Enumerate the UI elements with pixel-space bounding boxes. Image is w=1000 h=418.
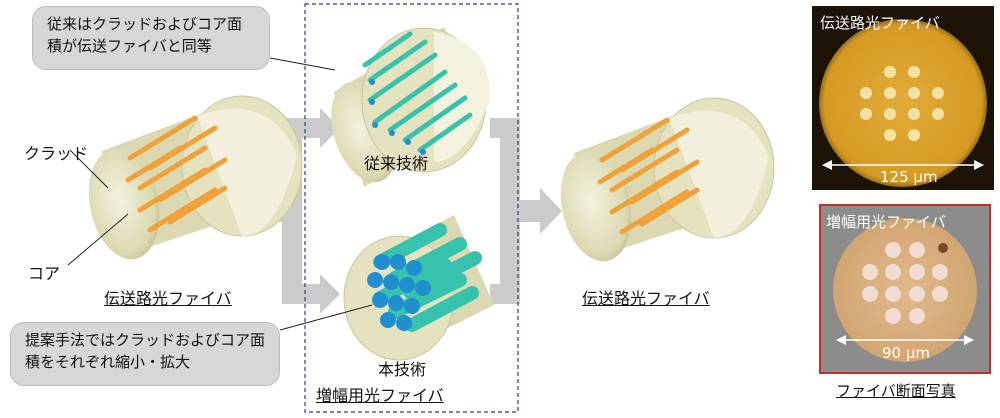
callout-conventional: 従来はクラッドおよびコア面積が伝送ファイバと同等	[32, 6, 270, 70]
arrow-left-trunk	[262, 108, 340, 314]
right-fiber-cylinder	[560, 97, 775, 262]
arrow-right-merge	[490, 118, 562, 304]
label-core: コア	[28, 264, 61, 283]
photo-bottom-cores	[862, 242, 948, 324]
right-fiber-cores	[597, 117, 700, 235]
conventional-fiber-cores	[362, 31, 473, 153]
label-proposed: 本技術	[378, 360, 427, 379]
label-clad: クラッド	[24, 144, 89, 163]
label-left-fiber: 伝送路光ファイバ	[104, 289, 232, 308]
label-conventional: 従来技術	[364, 154, 429, 173]
photo-bottom-title: 増幅用光ファイバ	[826, 213, 946, 231]
photo-top-scale: 125 μm	[880, 168, 938, 186]
flow-arrows	[262, 108, 562, 314]
leader-lines	[67, 57, 373, 331]
callout-proposed: 提案手法ではクラッドおよびコア面積をそれぞれ縮小・拡大	[10, 322, 280, 386]
conventional-fiber-core-dots	[369, 79, 426, 155]
proposed-fiber-core-faces	[367, 254, 431, 331]
label-right-fiber: 伝送路光ファイバ	[582, 289, 710, 308]
photo-top-cores	[860, 66, 944, 141]
left-fiber-cores	[125, 115, 228, 233]
photo-caption: ファイバ断面写真	[836, 382, 956, 400]
amp-fiber-dashed-box	[304, 3, 519, 413]
label-amp-fiber: 増幅用光ファイバ	[316, 386, 444, 405]
photo-top-title: 伝送路光ファイバ	[820, 14, 940, 32]
photo-bottom-scale: 90 μm	[882, 344, 931, 362]
